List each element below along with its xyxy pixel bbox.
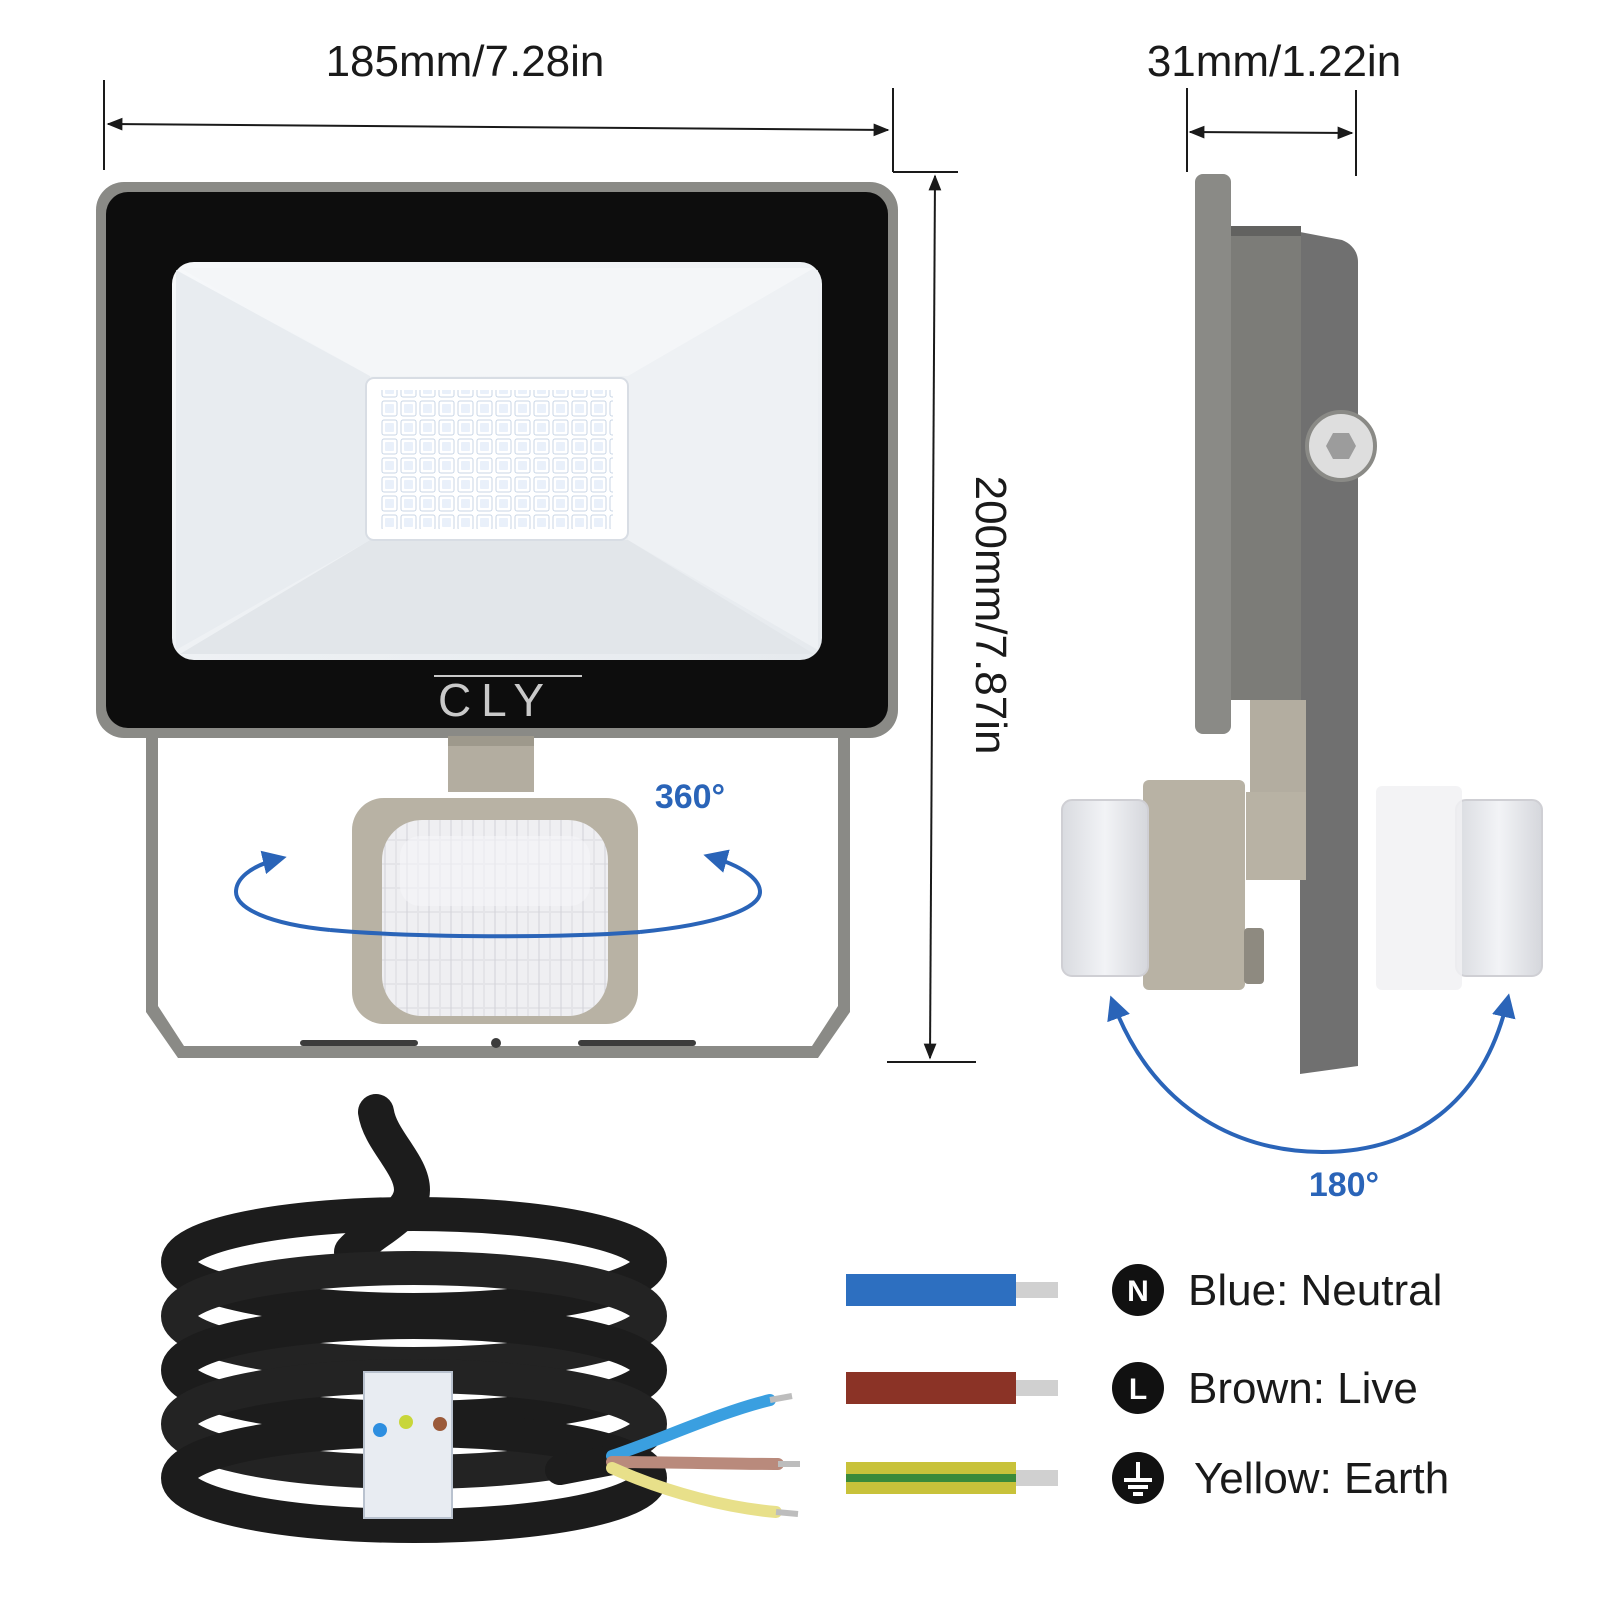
side-housing — [1195, 174, 1231, 734]
side-sensor-bracket — [1143, 780, 1245, 990]
width-dimension: 185mm/7.28in — [103, 37, 894, 172]
legend-row: N Blue: Neutral — [846, 1264, 1442, 1316]
led-array — [380, 390, 613, 529]
front-view: CLY 360° — [96, 182, 898, 1058]
height-label: 200mm/7.87in — [966, 476, 1015, 755]
wire-symbol-letter: N — [1127, 1275, 1149, 1308]
bracket-hole — [491, 1038, 501, 1048]
wire-tip — [775, 1509, 799, 1517]
legend-row: Yellow: Earth — [846, 1452, 1449, 1504]
tag-dot-blue — [373, 1423, 387, 1437]
wire-swatch — [846, 1372, 1016, 1404]
reflector-facet — [628, 270, 818, 650]
tag-dot-brown — [433, 1417, 447, 1431]
height-dimension: 200mm/7.87in — [887, 171, 1015, 1063]
tilt-angle-label: 180° — [1309, 1166, 1379, 1204]
swivel-arrow-bottom — [329, 928, 641, 939]
swivel-arrow-front — [639, 849, 763, 934]
swivel-angle-label: 360° — [655, 778, 725, 816]
wire-legend-label: Blue: Neutral — [1188, 1266, 1442, 1315]
sensor-lens-highlight — [400, 836, 590, 906]
wire-legend-label: Brown: Live — [1188, 1364, 1418, 1413]
wire-symbol-badge — [1112, 1362, 1164, 1414]
wire-brown — [606, 1456, 784, 1470]
side-mount-plate — [1300, 232, 1358, 1074]
side-heatsink-shade — [1231, 226, 1301, 236]
brand-logo: CLY — [438, 674, 554, 726]
wire-symbol-badge — [1112, 1264, 1164, 1316]
bracket-slot — [300, 1040, 418, 1046]
wire-symbol-letter: L — [1129, 1373, 1147, 1406]
side-sensor-ghost — [1376, 786, 1462, 990]
reflector-facet — [176, 270, 370, 650]
earth-stripe — [846, 1474, 1016, 1482]
pivot-bolt-socket — [1326, 433, 1356, 459]
wire-swatch-tip — [1016, 1282, 1058, 1298]
side-sensor-dome-left — [1061, 799, 1149, 977]
cable-lead — [334, 1094, 431, 1270]
tag-dot-yellow — [399, 1415, 413, 1429]
side-sensor-arm — [1246, 792, 1306, 880]
side-sensor-dome-right — [1455, 799, 1543, 977]
side-sensor-screw — [1244, 928, 1264, 984]
wire-swatch — [846, 1274, 1016, 1306]
wire-yellow — [606, 1462, 782, 1518]
wire-tip — [769, 1393, 793, 1403]
power-cable — [161, 1094, 800, 1543]
wire-swatch-tip — [1016, 1380, 1058, 1396]
reflector-facet — [180, 540, 814, 654]
side-sensor-stem — [1250, 700, 1306, 792]
earth-icon — [1124, 1462, 1152, 1496]
side-view: 180° — [1061, 174, 1543, 1204]
swivel-arrow-back — [233, 850, 331, 932]
bracket-slot — [578, 1040, 696, 1046]
wire-label-tag — [363, 1371, 453, 1519]
depth-label: 31mm/1.22in — [1147, 37, 1401, 86]
sensor-stem-shade — [448, 736, 534, 746]
wire-legend-label: Yellow: Earth — [1194, 1454, 1449, 1503]
depth-dimension: 31mm/1.22in — [1147, 37, 1401, 176]
side-heatsink — [1231, 226, 1301, 700]
width-label: 185mm/7.28in — [326, 37, 605, 86]
cable-sheath-end — [545, 1445, 627, 1485]
wire-blue — [606, 1394, 776, 1462]
tilt-arrow — [1107, 993, 1516, 1155]
reflector-facet — [180, 268, 814, 376]
wire-swatch-tip — [1016, 1470, 1058, 1486]
legend-row: L Brown: Live — [846, 1362, 1418, 1414]
